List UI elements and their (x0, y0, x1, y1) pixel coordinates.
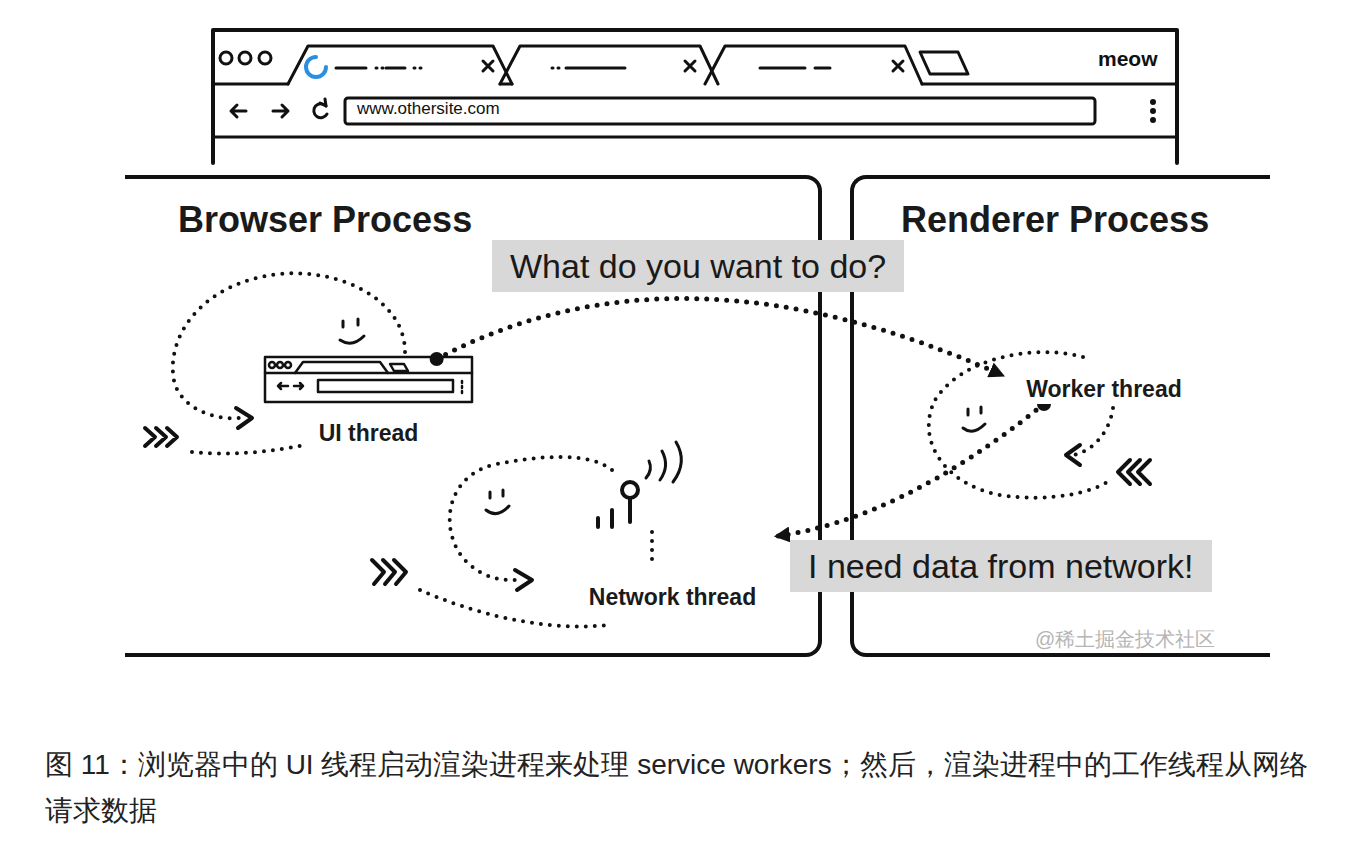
ui-thread-figure (269, 362, 275, 368)
worker-thread-figure (929, 352, 1150, 498)
browser-window (552, 67, 625, 70)
ui-thread-figure (390, 364, 408, 371)
browser-window (1152, 110, 1155, 113)
browser-window (288, 46, 512, 84)
browser-window (1152, 119, 1155, 122)
browser-window (213, 83, 1177, 86)
browser-window (273, 105, 288, 117)
window-label: meow (1098, 46, 1158, 71)
process-title: Renderer Process (901, 199, 1209, 240)
ui-thread-figure (343, 319, 358, 327)
dotted-connector (775, 404, 1044, 536)
ui-thread-figure (173, 273, 405, 418)
ui-thread-figure (278, 383, 303, 389)
thread-label: UI thread (315, 420, 423, 448)
browser-window (376, 67, 421, 70)
ui-thread-figure (285, 362, 291, 368)
browser-window (306, 57, 326, 77)
thread-label: Worker thread (1022, 376, 1186, 404)
browser-window (213, 136, 1177, 139)
browser-window (500, 46, 718, 84)
ui-thread-figure (318, 380, 453, 392)
browser-window (760, 67, 830, 70)
thread-node: Worker thread (1004, 364, 1204, 404)
thread-node: UI thread (262, 359, 475, 448)
thread-label: Network thread (585, 584, 760, 612)
message-label: What do you want to do? (492, 240, 904, 292)
browser-window (320, 99, 326, 106)
browser-window (685, 61, 695, 71)
network-thread-figure (650, 532, 654, 560)
browser-window (336, 67, 405, 70)
ui-thread-figure (461, 381, 464, 393)
worker-thread-figure (963, 424, 985, 431)
worker-thread-figure (968, 407, 981, 415)
ui-thread-figure (236, 408, 252, 428)
network-thread-figure (598, 510, 612, 527)
network-thread-figure (420, 590, 610, 626)
browser-window (213, 30, 1177, 163)
browser-window (345, 98, 1095, 124)
ui-thread-figure (145, 428, 177, 446)
network-thread-figure (486, 506, 509, 514)
network-thread-figure (372, 560, 406, 584)
watermark: @稀土掘金技术社区 (1035, 627, 1215, 651)
network-thread-figure (490, 490, 503, 498)
dotted-connector (437, 298, 1004, 376)
network-thread-figure (628, 498, 632, 522)
browser-window (239, 52, 251, 64)
browser-window (483, 61, 493, 71)
ui-thread-figure (192, 445, 305, 454)
connector-start-dot (430, 352, 444, 366)
ui-thread-figure (145, 273, 472, 453)
worker-thread-figure (1074, 408, 1113, 455)
browser-window (893, 61, 903, 71)
process-title: Browser Process (178, 199, 472, 240)
browser-window (1152, 101, 1155, 104)
figure-caption: 图 11：浏览器中的 UI 线程启动渲染进程来处理 service worker… (45, 742, 1335, 834)
network-thread-figure (515, 570, 532, 590)
ui-thread-figure (277, 362, 283, 368)
worker-thread-figure (1066, 445, 1080, 465)
ui-thread-figure (340, 336, 364, 343)
browser-window (920, 52, 968, 74)
browser-window (220, 52, 232, 64)
browser-window (213, 30, 1177, 163)
thread-node: Network thread (570, 444, 775, 612)
browser-window (259, 52, 271, 64)
browser-window (705, 46, 922, 84)
browser-window (231, 105, 246, 117)
network-thread-figure (646, 442, 681, 482)
ui-thread-figure (295, 362, 388, 373)
network-thread-figure (622, 482, 638, 498)
network-thread-figure (450, 457, 612, 580)
worker-thread-figure (1118, 460, 1150, 484)
message-label: I need data from network! (790, 540, 1212, 592)
address-text: www.othersite.com (357, 99, 500, 119)
